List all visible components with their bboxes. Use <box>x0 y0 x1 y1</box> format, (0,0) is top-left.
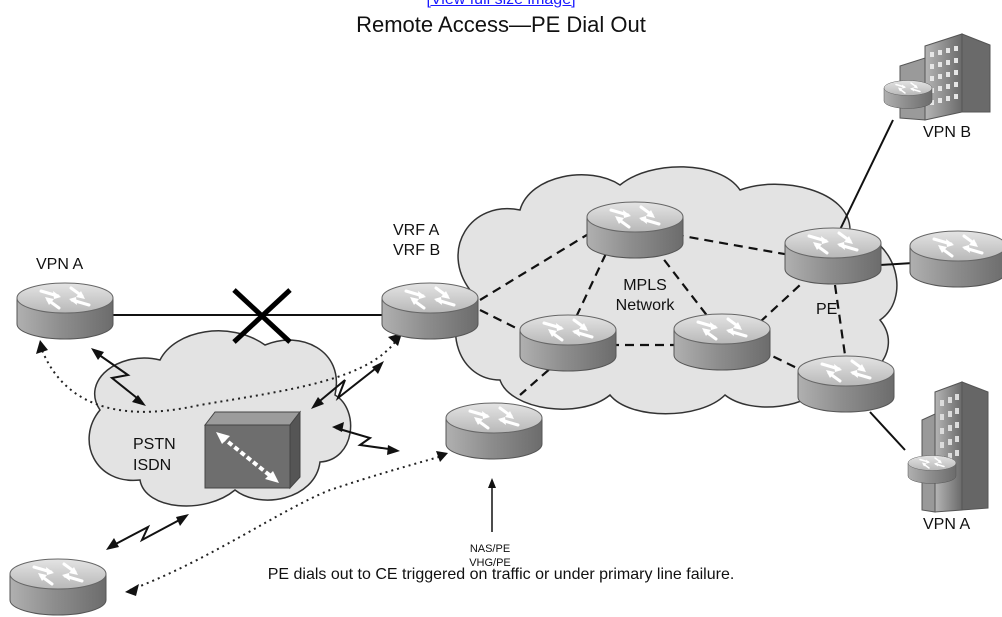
router-icon <box>380 281 480 341</box>
atm-switch-icon <box>203 410 302 490</box>
router-icon <box>783 226 883 286</box>
label-network: Network <box>615 297 675 314</box>
router-icon <box>15 281 115 341</box>
label-nas-pe: NAS/PE <box>469 543 511 555</box>
diagram-title: Remote Access—PE Dial Out <box>356 12 646 37</box>
router-icon <box>585 200 685 260</box>
label-vpn-a-left: VPN A <box>36 256 84 273</box>
failure-x-icon <box>232 288 292 344</box>
diagram-caption: PE dials out to CE triggered on traffic … <box>267 566 735 583</box>
label-pstn: PSTN <box>133 436 176 453</box>
router-icon <box>672 312 772 372</box>
building-icon <box>899 33 991 121</box>
router-icon <box>444 401 544 461</box>
label-vpn-b: VPN B <box>923 124 972 141</box>
label-vhg-pe: VHG/PE <box>469 557 511 569</box>
router-icon <box>908 229 1002 289</box>
label-vrf-b: VRF B <box>393 242 441 259</box>
view-full-size-link[interactable]: [View full size image] <box>0 0 1002 9</box>
router-icon <box>518 313 618 373</box>
label-isdn: ISDN <box>133 457 172 474</box>
building-icon <box>921 381 989 513</box>
label-pe: PE <box>816 301 838 318</box>
nas-pe-arrow <box>488 478 496 532</box>
router-icon <box>907 454 957 485</box>
label-vpn-a-right: VPN A <box>923 516 971 533</box>
router-icon <box>796 354 896 414</box>
label-vrf-a: VRF A <box>393 222 440 239</box>
label-mpls: MPLS <box>623 277 667 294</box>
lightning-bolt-icon <box>94 351 397 548</box>
router-icon <box>883 79 933 110</box>
